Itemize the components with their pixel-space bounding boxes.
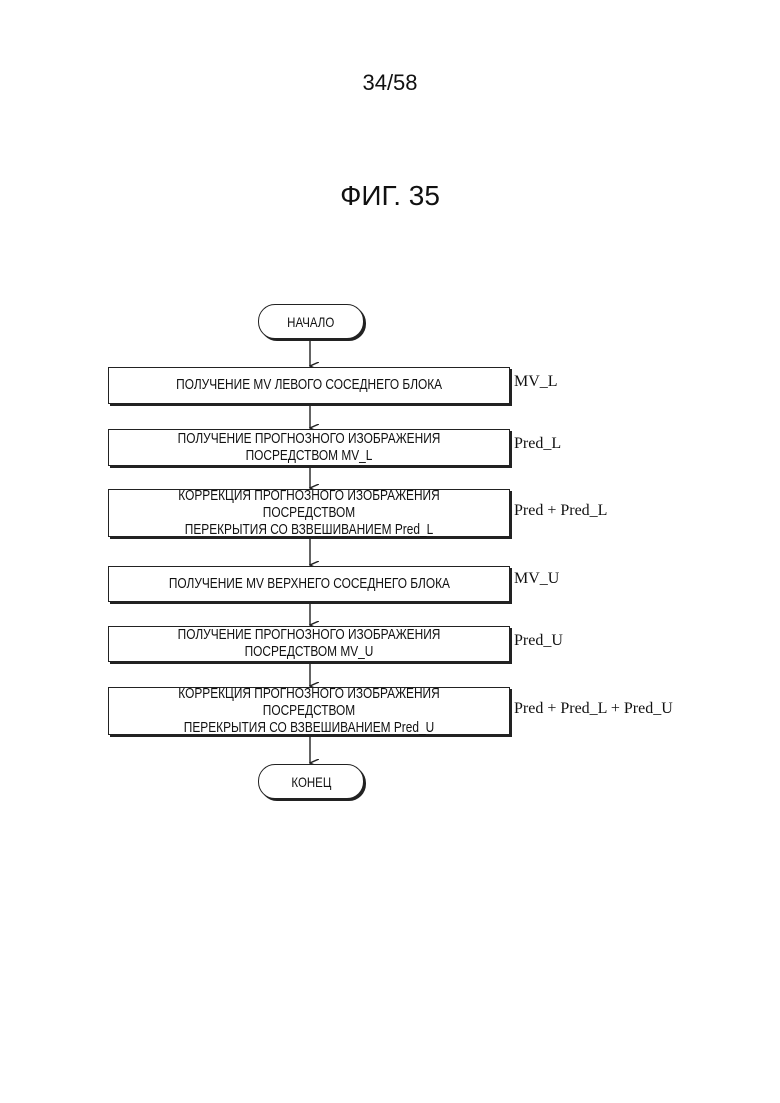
step-2-label: Pred_L [514, 435, 561, 453]
end-label: КОНЕЦ [291, 774, 331, 790]
step-6-text: КОРРЕКЦИЯ ПРОГНОЗНОГО ИЗОБРАЖЕНИЯ ПОСРЕД… [145, 686, 473, 737]
end-terminal: КОНЕЦ [258, 764, 364, 799]
step-2-text: ПОЛУЧЕНИЕ ПРОГНОЗНОГО ИЗОБРАЖЕНИЯ ПОСРЕД… [145, 431, 473, 465]
step-3-box: КОРРЕКЦИЯ ПРОГНОЗНОГО ИЗОБРАЖЕНИЯ ПОСРЕД… [108, 489, 510, 537]
step-5-box: ПОЛУЧЕНИЕ ПРОГНОЗНОГО ИЗОБРАЖЕНИЯ ПОСРЕД… [108, 626, 510, 662]
start-label: НАЧАЛО [287, 314, 334, 330]
step-5-text: ПОЛУЧЕНИЕ ПРОГНОЗНОГО ИЗОБРАЖЕНИЯ ПОСРЕД… [145, 627, 473, 661]
step-6-label: Pred + Pred_L + Pred_U [514, 700, 673, 718]
step-5-label: Pred_U [514, 632, 563, 650]
step-3-text: КОРРЕКЦИЯ ПРОГНОЗНОГО ИЗОБРАЖЕНИЯ ПОСРЕД… [145, 488, 473, 539]
step-4-box: ПОЛУЧЕНИЕ MV ВЕРХНЕГО СОСЕДНЕГО БЛОКА [108, 566, 510, 602]
step-1-box: ПОЛУЧЕНИЕ MV ЛЕВОГО СОСЕДНЕГО БЛОКА [108, 367, 510, 404]
step-1-text: ПОЛУЧЕНИЕ MV ЛЕВОГО СОСЕДНЕГО БЛОКА [176, 377, 442, 394]
step-6-box: КОРРЕКЦИЯ ПРОГНОЗНОГО ИЗОБРАЖЕНИЯ ПОСРЕД… [108, 687, 510, 735]
step-4-text: ПОЛУЧЕНИЕ MV ВЕРХНЕГО СОСЕДНЕГО БЛОКА [168, 576, 449, 593]
step-3-label: Pred + Pred_L [514, 502, 607, 520]
step-2-box: ПОЛУЧЕНИЕ ПРОГНОЗНОГО ИЗОБРАЖЕНИЯ ПОСРЕД… [108, 429, 510, 466]
start-terminal: НАЧАЛО [258, 304, 364, 339]
step-1-label: MV_L [514, 373, 558, 391]
step-4-label: MV_U [514, 570, 559, 588]
